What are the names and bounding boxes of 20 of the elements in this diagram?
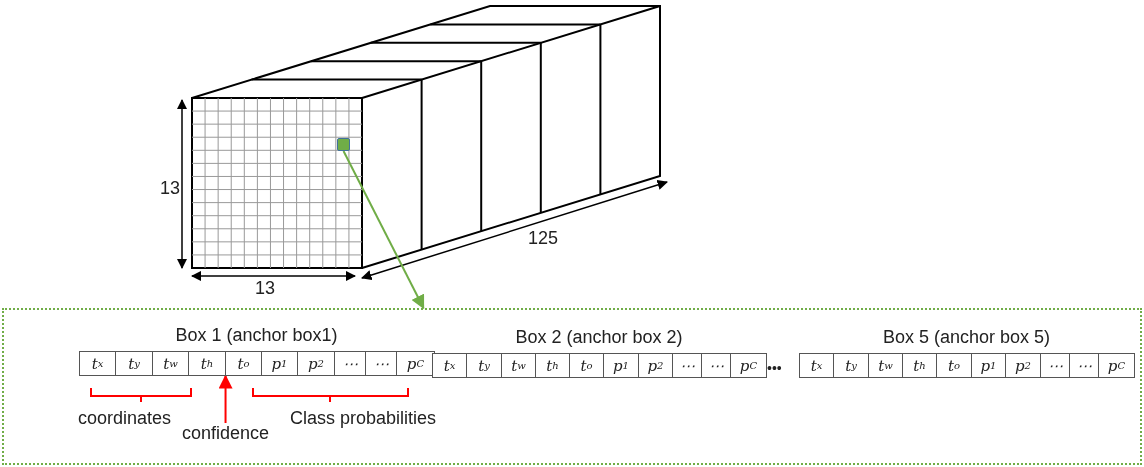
callout-text: confidence [182,423,270,444]
bracket-label: coordinates [78,408,172,429]
dimension-label: 125 [528,228,559,249]
ellipsis-dots: ••• [767,360,782,376]
array-cell: ⋯ [1040,353,1070,378]
array-heading: Box 1 (anchor box1) [174,325,339,346]
array-heading: Box 5 (anchor box 5) [881,327,1052,348]
grid-cell [337,138,350,151]
arrow [342,150,425,310]
dimension-label: 13 [255,278,276,299]
array-heading: Box 2 (anchor box 2) [514,327,684,348]
array-cell: ⋯ [365,351,397,376]
arrow [218,374,233,424]
bracket-label: Class probabilities [290,408,437,429]
array-cell: ⋯ [701,353,731,378]
dotted-panel [2,308,1142,465]
array-cell: ⋯ [1069,353,1099,378]
array-cell: ⋯ [672,353,702,378]
array-cell: ⋯ [334,351,366,376]
dimension-label: 13 [160,178,181,199]
